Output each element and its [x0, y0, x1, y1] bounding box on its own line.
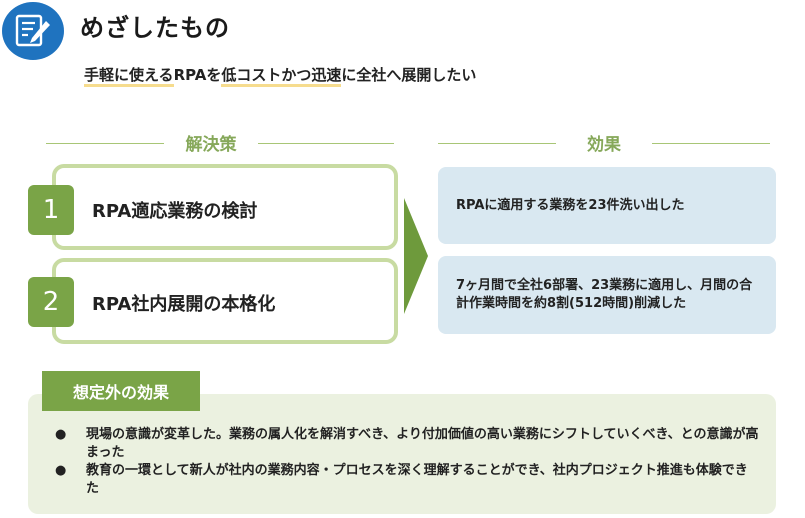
- chevron-right-arrow-icon: [404, 198, 428, 314]
- subtitle-text-2: に全社へ展開したい: [341, 66, 477, 84]
- list-item: ● 現場の意識が変革した。業務の属人化を解消すべき、より付加価値の高い業務にシフ…: [50, 426, 760, 462]
- solution-label-2: RPA社内展開の本格化: [92, 294, 276, 315]
- solution-number-1: 1: [28, 185, 74, 235]
- effect-text-2: 7ヶ月間で全社6部署、23業務に適用し、月間の合計作業時間を約8割(512時間)…: [456, 278, 753, 311]
- unexpected-effects-list: ● 現場の意識が変革した。業務の属人化を解消すべき、より付加価値の高い業務にシフ…: [50, 426, 760, 498]
- solution-label-1: RPA適応業務の検討: [92, 201, 258, 222]
- effects-heading: 効果: [587, 135, 621, 155]
- list-item: ● 教育の一環として新人が社内の業務内容・プロセスを深く理解することができ、社内…: [50, 462, 760, 498]
- page-title: めざしたもの: [80, 14, 230, 42]
- solutions-heading-line-right: [258, 143, 394, 144]
- solution-card-2: [52, 258, 398, 344]
- solutions-heading: 解決策: [185, 135, 237, 155]
- effects-heading-line-left: [438, 143, 556, 144]
- effect-card-1: RPAに適用する業務を23件洗い出した: [438, 167, 776, 244]
- page-subtitle: 手軽に使えるRPAを低コストかつ迅速に全社へ展開したい: [84, 64, 477, 87]
- edit-document-icon: [2, 2, 64, 60]
- bullet-dot: ●: [55, 427, 67, 442]
- bullet-dot: ●: [55, 463, 67, 478]
- list-item-text: 教育の一環として新人が社内の業務内容・プロセスを深く理解することができ、社内プロ…: [86, 463, 748, 496]
- unexpected-effects-panel: [28, 394, 776, 514]
- subtitle-highlight-1: 手軽に使える: [84, 66, 174, 87]
- effects-heading-line-right: [652, 143, 770, 144]
- solution-card-1: [52, 164, 398, 250]
- unexpected-effects-heading: 想定外の効果: [42, 371, 200, 411]
- list-item-text: 現場の意識が変革した。業務の属人化を解消すべき、より付加価値の高い業務にシフトし…: [86, 427, 759, 460]
- effect-card-2: 7ヶ月間で全社6部署、23業務に適用し、月間の合計作業時間を約8割(512時間)…: [438, 256, 776, 334]
- subtitle-highlight-2: 低コストかつ迅速: [221, 66, 342, 87]
- solutions-heading-line-left: [46, 143, 164, 144]
- subtitle-text-1: RPAを: [173, 66, 222, 84]
- solution-number-2: 2: [28, 277, 74, 327]
- effect-text-1: RPAに適用する業務を23件洗い出した: [456, 197, 685, 213]
